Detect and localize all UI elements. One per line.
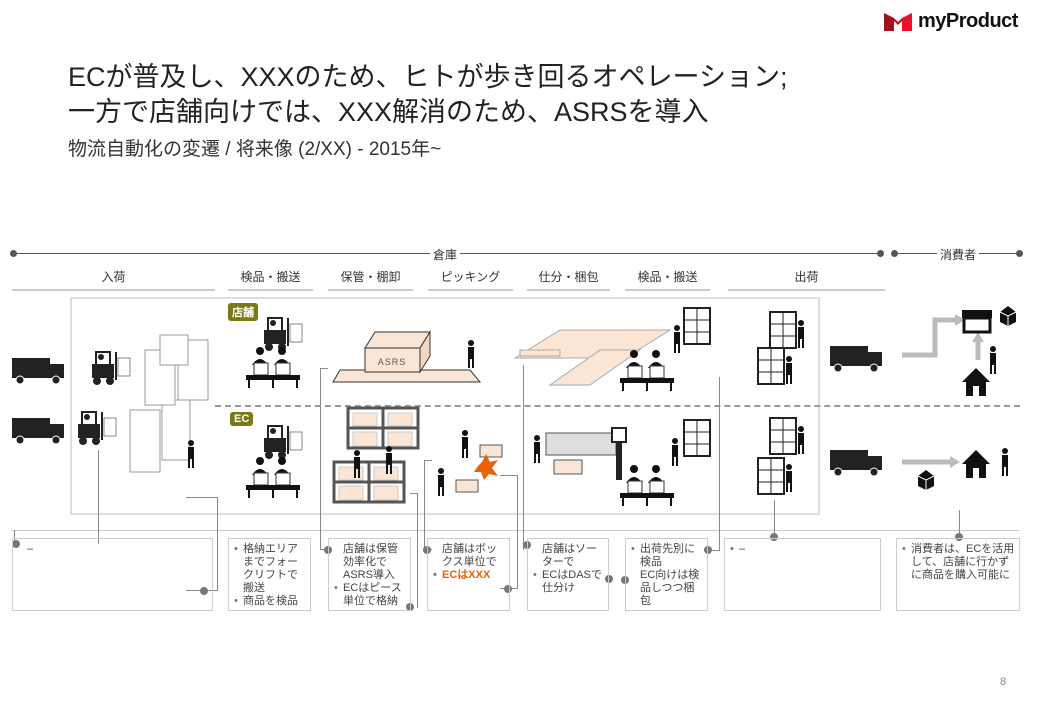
logo-icon — [884, 12, 912, 31]
sorter-conveyor-icon — [513, 329, 672, 386]
connector-dot — [955, 533, 963, 541]
stage-receiving: 入荷 — [12, 268, 215, 291]
stage-inspection: 検品・搬送 — [228, 268, 313, 291]
connector-dot — [605, 575, 613, 583]
inspection-workers-icon — [245, 346, 301, 389]
connector-line — [959, 510, 960, 538]
forklift-icon — [263, 317, 303, 352]
ec-badge: EC — [230, 412, 254, 426]
connector-dot — [704, 546, 712, 554]
person-icon — [188, 440, 194, 468]
description-item: ECはDASで仕分け — [533, 569, 604, 595]
storage-shelf-icon — [346, 406, 420, 450]
consumer-label: 消費者 — [937, 246, 980, 263]
page-number: 8 — [1000, 676, 1007, 688]
connector-line — [523, 365, 529, 550]
arrow-icon — [902, 314, 984, 468]
connector-line — [774, 500, 775, 538]
cart-cage-icon — [672, 307, 711, 466]
timeline-dot — [891, 250, 898, 257]
home-icon — [962, 368, 990, 478]
person-icon — [534, 435, 540, 463]
inbound-truck-icon — [11, 357, 65, 385]
title-line-2: 一方で店舗向けでは、XXX解消のため、ASRSを導入 — [68, 97, 709, 127]
timeline-dot — [10, 250, 17, 257]
process-illustration: ASRS — [11, 305, 1017, 507]
connector-dot — [504, 585, 512, 593]
terminal-icon — [611, 427, 627, 480]
description-picking: 店舗はボックス単位でECはXXX — [427, 538, 510, 611]
brand-name: myProduct — [918, 10, 1018, 32]
pallet-stack-icon — [129, 334, 209, 473]
description-item: 店舗は保管効率化でASRS導入 — [343, 543, 398, 581]
packing-workers-icon — [619, 464, 675, 507]
page-title: ECが普及し、XXXのため、ヒトが歩き回るオペレーション; 一方で店舗向けでは、… — [68, 60, 788, 130]
description-item: 格納エリアまでフォークリフトで搬送 — [234, 543, 306, 595]
page-subtitle: 物流自動化の変遷 / 将来像 (2/XX) - 2015年~ — [68, 139, 442, 160]
description-inspection: 格納エリアまでフォークリフトで搬送商品を検品 — [228, 538, 311, 611]
forklift-icon — [91, 351, 131, 386]
warehouse-label: 倉庫 — [430, 246, 461, 263]
asrs-label: ASRS — [378, 357, 407, 367]
description-item: 出荷先別に検品 — [631, 543, 703, 569]
description-item: ECはピース単位で格納 — [334, 582, 406, 608]
stage-storage: 保管・棚卸 — [328, 268, 413, 291]
brand-logo: myProduct — [884, 10, 1018, 33]
store-badge: 店舗 — [228, 303, 258, 321]
asrs-icon: ASRS — [332, 330, 482, 383]
description-item: 消費者は、ECを活用して、店舗に行かずに商品を購入可能に — [902, 543, 1015, 582]
picker-with-cart-icon — [438, 468, 479, 496]
stage-picking: ピッキング — [428, 268, 513, 291]
store-icon — [962, 310, 992, 334]
connector-line — [14, 530, 15, 544]
description-item: – — [27, 543, 34, 555]
timeline-dot — [877, 250, 884, 257]
das-rack-icon — [545, 432, 617, 475]
store-ec-divider — [215, 405, 1020, 407]
description-item: 店舗はソーターで — [542, 543, 597, 568]
connector-dot — [12, 540, 20, 548]
connector-dot — [200, 587, 208, 595]
description-item: – — [730, 543, 876, 556]
connector-line — [710, 377, 720, 551]
description-sorting: 店舗はソーターでECはDASで仕分け — [527, 538, 609, 611]
forklift-icon — [77, 411, 117, 446]
description-shipping: – — [724, 538, 881, 611]
timeline-dot — [1016, 250, 1023, 257]
collision-icon — [474, 454, 498, 480]
connector-line — [320, 368, 328, 550]
forklift-icon — [263, 425, 303, 460]
person-icon — [468, 340, 474, 368]
outbound-cage-icon — [757, 311, 804, 495]
description-item: 商品を検品 — [234, 595, 306, 608]
connector-line — [98, 450, 99, 544]
outbound-truck-icon — [829, 449, 883, 477]
inbound-truck-icon — [11, 417, 65, 445]
person-icon — [990, 346, 1008, 476]
description-item-highlight: ECはXXX — [433, 569, 505, 582]
stage-inspection-2: 検品・搬送 — [625, 268, 710, 291]
stage-shipping: 出荷 — [728, 268, 885, 291]
picker-with-cart-icon — [462, 430, 503, 458]
description-consumer: 消費者は、ECを活用して、店舗に行かずに商品を購入可能に — [896, 538, 1020, 611]
inspection-workers-icon — [245, 456, 301, 499]
description-item: 店舗はボックス単位で — [442, 543, 497, 568]
storage-shelf-icon — [332, 460, 406, 504]
description-storage: 店舗は保管効率化でASRS導入ECはピース単位で格納 — [328, 538, 411, 611]
stage-sorting: 仕分・梱包 — [527, 268, 610, 291]
connector-line — [410, 493, 418, 608]
connector-dot — [770, 533, 778, 541]
section-divider — [12, 530, 1020, 531]
title-line-1: ECが普及し、XXXのため、ヒトが歩き回るオペレーション; — [68, 62, 788, 92]
outbound-truck-icon — [829, 345, 883, 373]
description-item: EC向けは検品しつつ梱包 — [640, 569, 700, 607]
description-receiving: – — [12, 538, 213, 611]
connector-line — [424, 460, 432, 550]
